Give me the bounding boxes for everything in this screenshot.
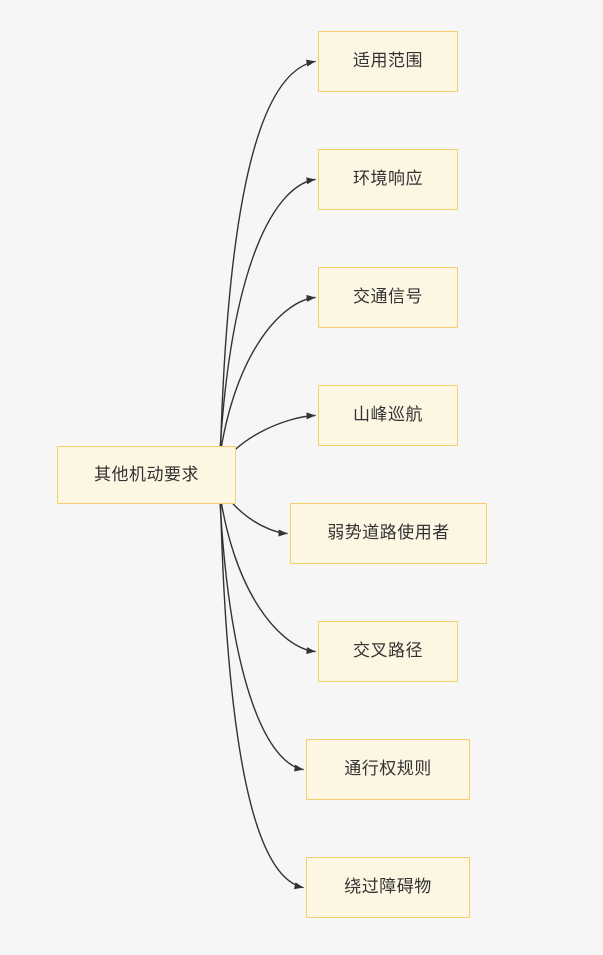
edge-2 [218, 177, 316, 472]
mindmap-node-1[interactable]: 适用范围 [318, 31, 458, 92]
mindmap-node-1-label: 适用范围 [353, 51, 423, 71]
mindmap-node-7-label: 通行权规则 [344, 759, 432, 779]
mindmap-node-8[interactable]: 绕过障碍物 [306, 857, 470, 918]
edge-1 [219, 59, 316, 470]
mindmap-node-7[interactable]: 通行权规则 [306, 739, 470, 800]
mindmap-node-4-label: 山峰巡航 [353, 405, 423, 425]
mindmap-node-4[interactable]: 山峰巡航 [318, 385, 458, 446]
mindmap-node-3-label: 交通信号 [353, 287, 423, 307]
mindmap-node-6[interactable]: 交叉路径 [318, 621, 458, 682]
mindmap-node-5-label: 弱势道路使用者 [327, 523, 450, 543]
mindmap-node-5[interactable]: 弱势道路使用者 [290, 503, 487, 564]
mindmap-root-label: 其他机动要求 [94, 464, 199, 485]
mindmap-root-node[interactable]: 其他机动要求 [57, 446, 236, 504]
mindmap-node-6-label: 交叉路径 [353, 641, 423, 661]
mindmap-node-8-label: 绕过障碍物 [344, 877, 432, 897]
mindmap-node-2-label: 环境响应 [353, 169, 423, 189]
mindmap-node-2[interactable]: 环境响应 [318, 149, 458, 210]
mindmap-node-3[interactable]: 交通信号 [318, 267, 458, 328]
